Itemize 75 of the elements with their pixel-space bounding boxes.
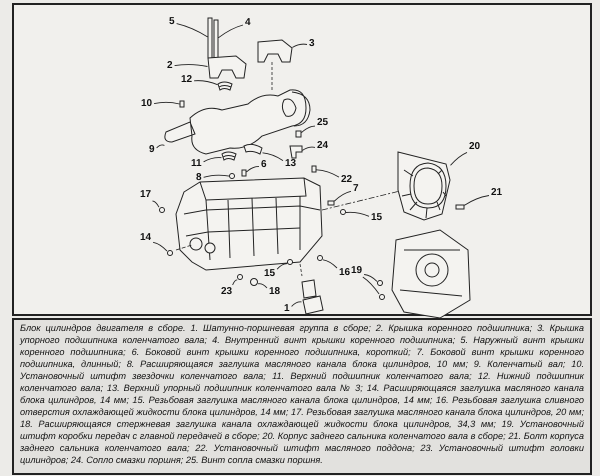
callout-number: 1 [283, 303, 291, 314]
callout-number: 3 [308, 38, 316, 49]
leader-line [194, 80, 218, 86]
leader-line [464, 195, 490, 206]
leader-line [276, 263, 288, 270]
leader-line [450, 152, 468, 166]
callout-number: 10 [140, 98, 154, 109]
bolt [208, 18, 212, 58]
leader-line [346, 212, 370, 217]
callout-number: 23 [220, 286, 234, 297]
leader-line [203, 157, 222, 162]
crankshaft [164, 89, 310, 154]
callout-number: 25 [316, 117, 330, 128]
caption: Блок цилиндров двигателя в сборе. 1. Шатунно-поршневая группа в сборе; 2. Крышка коренного подшипника; 3. Крышка упорного подшипника коленчатого вала; 4. Внутренний винт крышки коренного подшипника; 5. Наружный винт крышки коренного подшипника; 6. Боковой винт крышки коренного подшипника, короткий; 7. Боковой винт крышки коренного подшипника, длинный; 8. Расширяющаяся заглушка масляного канала блока цилиндров, 10 мм; 9. Коленчатый вал; 10. Установочный штифт звездочки коленчатого вала; 11. Верхний подшипник коленчатого вала; 12. Нижний подшипник коленчатого вала; 13. Верхний упорный подшипник коленчатого вала № 3; 14. Расширяющаяся заглушка масляного канала блока цилиндров, 14 мм; 15. Резьбовая заглушка масляного канала блока цилиндров, 14 мм; 16. Резьбовая заглушка сливного отверстия охлаждающей жидкости блока цилиндров, 14 мм; 17. Резьбовая заглушка масляного канала блока цилиндров, 20 мм; 18. Расширяющаяся стержневая заглушка канала охлаждающей жидкости блока цилиндров, 34,3 мм; 19. Установочный штифт коробки передач с главной передачей в сборе; 20. Корпус заднего сальника коленчатого вала в сборе; 21. Болт корпуса заднего сальника коленчатого вала; 22. Установочный штифт масляного поддона; 23. Установочный штифт головки цилиндров; 24. Сопло смазки поршня; 25. Винт сопла смазки поршня. [20, 322, 584, 466]
callout-number: 19 [350, 265, 364, 276]
callout-number: 4 [244, 17, 252, 28]
callout-number: 16 [338, 267, 352, 278]
callout-number: 18 [268, 286, 282, 297]
plug [159, 207, 165, 213]
callout-number: 13 [284, 158, 298, 169]
bolt [456, 204, 464, 210]
callout-number: 6 [260, 159, 268, 170]
callout-number: 17 [139, 189, 152, 200]
leader-line [246, 166, 260, 172]
callout-number: 22 [340, 174, 354, 185]
leader-line [334, 190, 352, 202]
bolt [214, 20, 218, 58]
plug [250, 278, 258, 286]
callout-number: 11 [190, 158, 203, 169]
callout-number: 21 [490, 187, 504, 198]
leader-line [364, 274, 378, 282]
callout-number: 24 [316, 140, 330, 151]
callout-number: 9 [148, 144, 156, 155]
bolt [242, 170, 246, 176]
bearing-cap [258, 39, 293, 62]
leader-line [218, 24, 244, 38]
callout-number: 15 [370, 212, 384, 223]
callout-number: 5 [168, 16, 176, 27]
callout-number: 2 [166, 60, 174, 71]
leader-line [262, 152, 284, 162]
plug [229, 173, 235, 179]
leader-line [302, 146, 316, 151]
leader-line [362, 276, 380, 294]
leader-line [258, 283, 268, 288]
callout-number: 8 [195, 172, 203, 183]
dowel-pin [377, 280, 383, 286]
plug [287, 259, 293, 265]
plug [340, 209, 346, 215]
dowel-pin [237, 274, 243, 280]
leader-line [232, 280, 238, 286]
leader-line [291, 301, 302, 307]
leader-line [152, 200, 160, 208]
callout-number: 14 [139, 232, 152, 243]
callout-number: 15 [263, 268, 276, 279]
callout-number: 12 [180, 74, 194, 85]
dowel-pin [312, 166, 316, 172]
bearing-cap [207, 55, 247, 78]
connecting-rod [301, 279, 324, 315]
leader-line [301, 126, 316, 134]
dowel-pin [379, 294, 385, 300]
bolt [328, 200, 334, 206]
leader-line [176, 23, 208, 38]
callout-number: 7 [352, 183, 360, 194]
leader-line [156, 144, 165, 148]
leader-line [174, 64, 208, 67]
leader-line [152, 242, 168, 252]
plug [317, 255, 323, 261]
plug [167, 250, 173, 256]
leader-line [292, 44, 308, 48]
leader-line [322, 259, 338, 268]
leader-line [154, 102, 180, 104]
callout-number: 20 [468, 141, 482, 152]
oil-nozzle [289, 146, 302, 158]
leader-line [203, 174, 230, 178]
leader-line [316, 169, 340, 178]
